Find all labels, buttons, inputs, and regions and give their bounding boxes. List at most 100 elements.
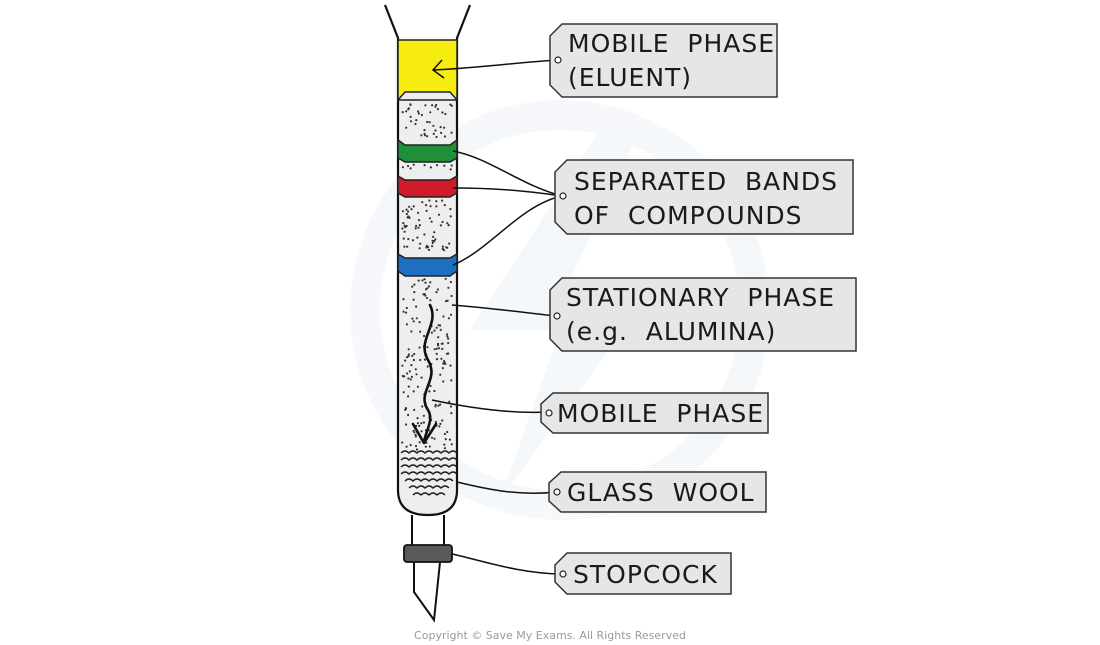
particle-dot [407,215,410,218]
band-red [397,174,458,198]
particle-dot [434,420,437,424]
particle-dot [449,313,453,316]
pointer-eluent-head [431,59,445,79]
particle-dot [419,242,422,245]
pointer-glass-wool [456,481,558,494]
pointer-mobile [431,399,549,414]
particle-dot [423,334,426,338]
particle-dot [446,430,449,434]
particle-dot [407,395,410,398]
particle-dot [413,283,416,286]
particle-dot [403,245,406,248]
column-outline [383,4,472,517]
particle-dot [417,112,420,115]
particle-dot [412,358,415,362]
particle-dot [429,299,432,302]
particle-dot [412,390,415,393]
particle-dot [405,126,408,129]
label-line: (ELUENT) [568,63,692,92]
particle-dot [417,211,420,214]
particle-dot [435,308,439,311]
particle-dot [403,224,406,227]
tag-shape [554,552,732,595]
particle-dot [441,367,444,370]
particle-dot [420,422,423,425]
particle-dot [445,333,449,336]
particle-dot [437,336,440,339]
particle-dot [411,317,414,320]
particle-dot [448,400,451,403]
particle-dot [422,421,425,424]
particle-dot [450,104,453,107]
particle-dot [445,246,448,249]
band-green [397,138,458,163]
particle-dot [441,342,444,345]
particle-dot [443,135,446,138]
particle-dot [404,359,407,362]
particle-dot [449,103,452,106]
wool-fiber [400,450,458,454]
particle-dot [407,385,410,388]
label-line: STOPCOCK [573,560,718,589]
particle-dot [412,320,415,323]
particle-dot [409,167,412,170]
particle-dot [422,414,425,417]
particle-dot [420,113,423,117]
particle-dot [442,315,445,318]
particle-dot [414,227,417,230]
particle-dot [434,129,437,132]
particle-dot [406,245,409,248]
pointer-eluent [432,59,559,71]
label-line: SEPARATED BANDS [574,167,838,196]
particle-dot [407,353,410,356]
particle-dot [405,224,408,228]
particle-dot [409,378,412,381]
particle-dot [420,430,423,433]
particle-dot [423,129,426,132]
particle-dot [417,279,420,282]
tag-hole [545,409,553,417]
particle-dot [432,235,435,238]
wool-fiber [400,457,458,461]
particle-dot [416,236,419,239]
particle-dot [434,105,437,108]
particle-dot [447,286,450,289]
particle-dot [409,103,412,107]
particle-dot [435,358,439,361]
particle-dot [408,205,411,208]
particle-dot [429,166,432,169]
column-stem [411,515,445,623]
particle-dot [415,305,418,308]
particle-dot [412,429,415,432]
particle-dot [405,356,409,359]
stationary-phase-particles [401,103,453,451]
particle-dot [435,326,438,329]
particle-dot [443,126,446,129]
particle-dot [423,278,426,281]
pointer-stopcock [451,553,564,575]
label-tag-mobile-phase-eluent: MOBILE PHASE (ELUENT) [549,23,778,98]
particle-dot [418,321,421,324]
particle-dot [449,280,452,284]
particle-dot [402,237,405,240]
flow-arrow [411,303,438,445]
particle-dot [443,164,446,167]
particle-dot [414,435,417,438]
label-tag-stationary-phase: STATIONARY PHASE (e.g. ALUMINA) [549,277,857,352]
particle-dot [441,220,444,224]
particle-dot [410,330,413,333]
particle-dot [404,408,407,411]
particle-dot [441,347,444,350]
particle-dot [432,132,435,135]
particle-dot [447,224,450,227]
particle-dot [420,134,423,137]
particle-dot [424,204,428,207]
wool-fiber [408,485,450,489]
particle-dot [430,436,434,439]
particle-dot [425,209,428,212]
particle-dot [418,346,421,349]
particle-dot [435,205,438,208]
particle-dot [449,207,452,211]
particle-dot [424,281,427,284]
